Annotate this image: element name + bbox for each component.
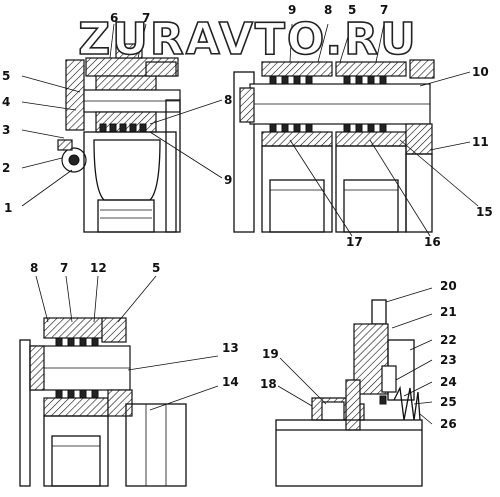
callout-4-a: 4 xyxy=(2,95,10,109)
callout-5-c: 5 xyxy=(152,261,160,275)
view-d-callouts: 20 21 22 23 24 25 26 19 18 xyxy=(260,279,457,431)
view-c-top-bearings xyxy=(55,337,99,347)
callout-9-a: 9 xyxy=(224,173,232,187)
view-c-callouts: 8 7 12 5 13 14 xyxy=(30,261,239,389)
callout-13-c: 13 xyxy=(222,341,239,355)
view-b-bottom-bearings xyxy=(269,123,387,133)
callout-18-d: 18 xyxy=(260,377,277,391)
view-a-needle-bearing xyxy=(99,123,147,133)
callout-8-b: 8 xyxy=(324,3,332,17)
callout-15-b: 15 xyxy=(476,205,493,219)
callout-21-d: 21 xyxy=(440,305,457,319)
callout-22-d: 22 xyxy=(440,333,457,347)
callout-3-a: 3 xyxy=(2,123,10,137)
callout-11-b: 11 xyxy=(472,135,489,149)
callout-25-d: 25 xyxy=(440,395,457,409)
callout-20-d: 20 xyxy=(440,279,457,293)
view-a-cross-section xyxy=(57,43,181,233)
view-d-cross-section xyxy=(275,299,423,487)
callout-7-c: 7 xyxy=(60,261,68,275)
view-a-gear-upper xyxy=(95,75,157,91)
view-b-leader-lines xyxy=(289,23,479,237)
view-c-cross-section xyxy=(19,317,187,487)
callout-24-d: 24 xyxy=(440,375,457,389)
view-c-gear-top xyxy=(43,317,109,339)
view-b-top-bearings xyxy=(269,75,387,85)
callout-7-a: 7 xyxy=(142,11,150,25)
watermark: ZURAVTO.RU xyxy=(78,14,417,65)
view-b-callouts: 9 8 5 7 10 11 15 16 17 xyxy=(288,3,493,249)
callout-10-b: 10 xyxy=(472,65,489,79)
view-d-housing xyxy=(275,419,423,487)
callout-2-a: 2 xyxy=(2,161,10,175)
view-b-cross-section xyxy=(233,59,435,233)
callout-17-b: 17 xyxy=(346,235,363,249)
view-a-callouts: 6 7 5 4 3 2 1 8 9 xyxy=(2,11,232,215)
view-c-bottom-bearings xyxy=(55,389,99,399)
callout-9-b: 9 xyxy=(288,3,296,17)
callout-19-d: 19 xyxy=(262,347,279,361)
callout-1-a: 1 xyxy=(4,201,12,215)
callout-12-c: 12 xyxy=(90,261,107,275)
callout-5-b: 5 xyxy=(348,3,356,17)
callout-7-b: 7 xyxy=(380,3,388,17)
callout-16-b: 16 xyxy=(424,235,441,249)
callout-6-a: 6 xyxy=(110,11,118,25)
callout-5-a: 5 xyxy=(2,69,10,83)
callout-26-d: 26 xyxy=(440,417,457,431)
view-c-leader-lines xyxy=(35,275,219,411)
callout-8-a: 8 xyxy=(224,93,232,107)
view-a-housing-left xyxy=(65,59,85,131)
callout-14-c: 14 xyxy=(222,375,239,389)
view-d-spring xyxy=(393,385,421,421)
view-d-leader-lines xyxy=(277,287,433,425)
callout-8-c: 8 xyxy=(30,261,38,275)
callout-23-d: 23 xyxy=(440,353,457,367)
view-a-leader-lines xyxy=(21,23,223,207)
